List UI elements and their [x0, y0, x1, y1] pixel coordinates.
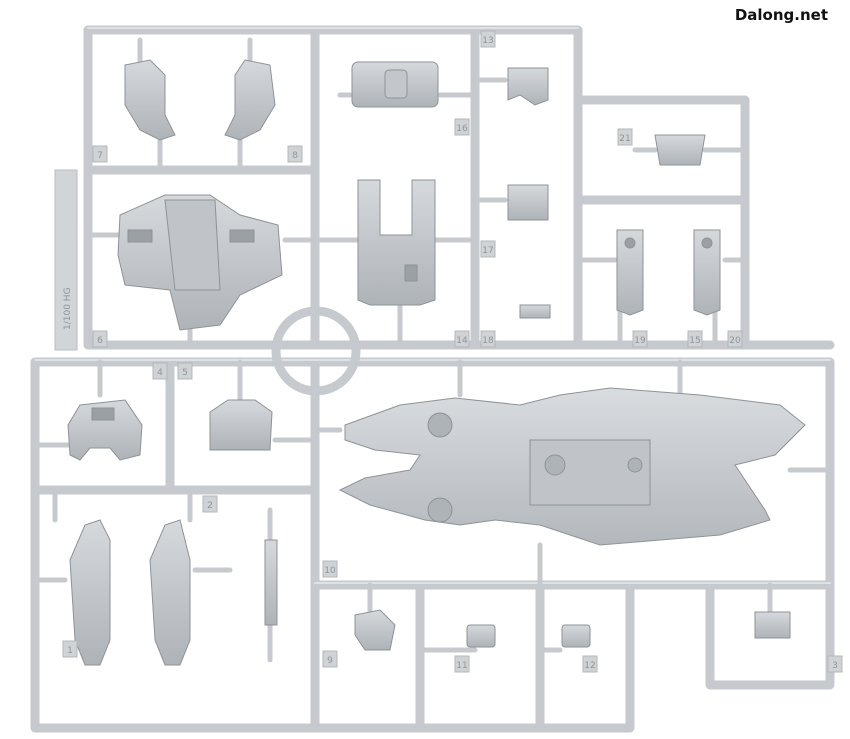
runner-tag-19: 19: [634, 336, 646, 346]
runner-tag-box: [152, 362, 168, 380]
runner-tag-box: [454, 330, 470, 348]
watermark-text: Dalong.net: [734, 6, 828, 24]
runner-tag-11: 11: [456, 661, 467, 671]
runner-tag-box: [480, 30, 496, 48]
runner-tag-7: 7: [97, 151, 103, 161]
runner-tag-box: [454, 118, 470, 136]
runner-tag-box: [92, 330, 108, 348]
runner-tag-box: [617, 128, 633, 146]
runner-tag-14: 14: [456, 336, 468, 346]
molded-text: 1/100 HG: [63, 287, 73, 330]
runner-tag-6: 6: [97, 336, 103, 346]
runner-tag-box: [480, 330, 496, 348]
runner-tag-box: [827, 655, 843, 673]
runner-tag-9: 9: [327, 656, 333, 666]
molded-text-group: 1/100 HG: [54, 169, 78, 351]
runner-tag-1: 1: [67, 646, 73, 656]
runner-tag-17: 17: [482, 246, 493, 256]
runner-tag-box: [322, 650, 338, 668]
runner-tag-12: 12: [584, 661, 595, 671]
runner-tag-13: 13: [482, 36, 493, 46]
runner-tag-15: 15: [689, 336, 700, 346]
runner-tag-4: 4: [157, 368, 163, 378]
runner-tag-box: [322, 560, 338, 578]
runner-tag-20: 20: [729, 336, 741, 346]
upper-parts: [117, 59, 721, 331]
runner-tag-box: [287, 145, 303, 163]
runner-tag-box: [727, 330, 743, 348]
runner-ring: [271, 306, 361, 396]
runner-tag-box: [687, 330, 703, 348]
runner-tag-box: [177, 362, 193, 380]
lower-parts: [67, 387, 806, 666]
runner-tag-box: [92, 145, 108, 163]
runner-tag-2: 2: [207, 501, 213, 511]
runner-tag-box: [454, 655, 470, 673]
runner-tag-3: 3: [832, 661, 838, 671]
runner-tag-18: 18: [482, 336, 494, 346]
runner-tag-16: 16: [456, 124, 468, 134]
runner-tag-5: 5: [182, 368, 188, 378]
runner-tag-8: 8: [292, 151, 298, 161]
runner-tag-box: [202, 495, 218, 513]
runner-tag-box: [632, 330, 648, 348]
runner-tag-21: 21: [619, 134, 630, 144]
runner-tag-box: [480, 240, 496, 258]
runner-tag-box: [62, 640, 78, 658]
runner-tag-box: [582, 655, 598, 673]
gates: [32, 37, 833, 663]
runner-tag-10: 10: [324, 566, 336, 576]
